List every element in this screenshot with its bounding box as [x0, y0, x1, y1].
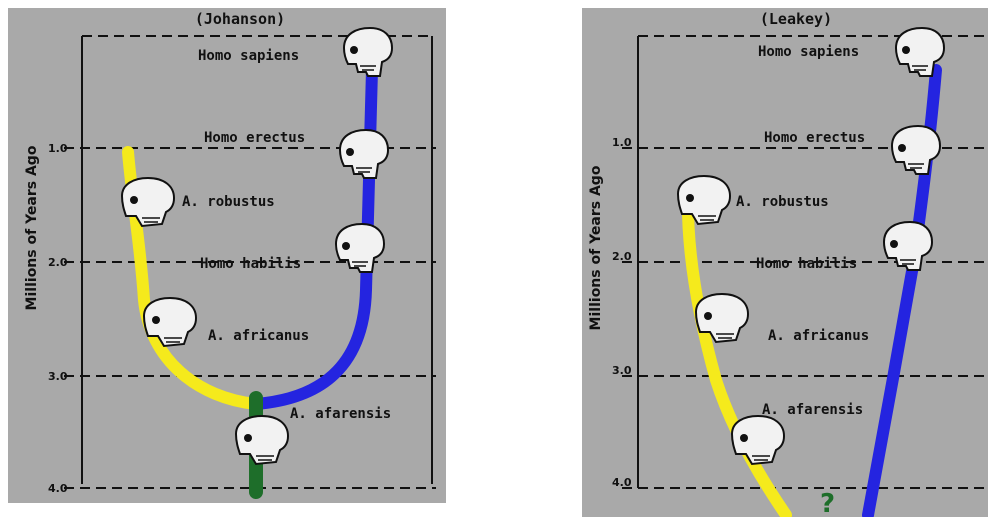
tick-label: 1.0 [612, 136, 632, 149]
tick-label: 3.0 [48, 370, 68, 383]
label-a-afarensis: A. afarensis [290, 406, 391, 422]
tick-label: 4.0 [612, 476, 632, 489]
robust-lineage [681, 184, 792, 517]
label-a-afarensis: A. afarensis [762, 402, 863, 418]
label-homo-erectus: Homo erectus [204, 130, 305, 146]
tick-label: 3.0 [612, 364, 632, 377]
axis-title: Millions of Years Ago [588, 165, 604, 330]
tick-label: 2.0 [48, 256, 68, 269]
label-homo-erectus: Homo erectus [764, 130, 865, 146]
tick-label: 1.0 [48, 142, 68, 155]
label-a-robustus: A. robustus [736, 194, 829, 210]
johanson-diagram: (Johanson) 1.0 2.0 3.0 4.0 Millions of Y… [8, 8, 446, 503]
label-a-robustus: A. robustus [182, 194, 275, 210]
leakey-diagram: (Leakey) 1.0 2.0 3.0 4.0 Millions of Yea… [582, 8, 988, 517]
panel-title: (Johanson) [195, 10, 285, 28]
tick-label: 2.0 [612, 250, 632, 263]
leakey-panel: (Leakey) 1.0 2.0 3.0 4.0 Millions of Yea… [582, 0, 988, 517]
label-homo-sapiens: Homo sapiens [198, 48, 299, 64]
label-homo-habilis: Homo habilis [200, 256, 301, 272]
unknown-ancestor-mark: ? [820, 489, 835, 517]
label-a-africanus: A. africanus [768, 328, 869, 344]
tick-label: 4.0 [48, 482, 68, 495]
label-homo-sapiens: Homo sapiens [758, 44, 859, 60]
axis-title: Millions of Years Ago [24, 145, 40, 310]
label-a-africanus: A. africanus [208, 328, 309, 344]
panel-title: (Leakey) [760, 10, 832, 28]
johanson-panel: (Johanson) 1.0 2.0 3.0 4.0 Millions of Y… [8, 0, 446, 517]
label-homo-habilis: Homo habilis [756, 256, 857, 272]
